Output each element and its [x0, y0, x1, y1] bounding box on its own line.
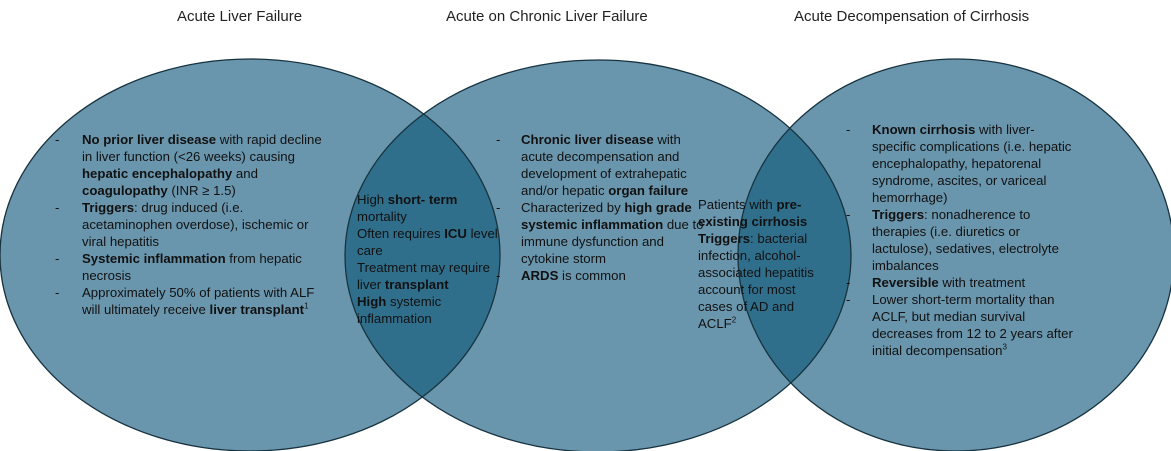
- title-acute-on-chronic-liver-failure: Acute on Chronic Liver Failure: [446, 8, 648, 25]
- alf-aclf-shared-features: High short- term mortality Often require…: [357, 191, 499, 327]
- adc-item-2: Triggers: nonadherence to therapies (i.e…: [846, 206, 1074, 274]
- aclf-adc-item-1: Patients with pre-existing cirrhosis: [698, 197, 808, 229]
- aclf-item-1: Chronic liver disease with acute decompe…: [496, 131, 709, 199]
- alf-aclf-item-1: High short- term mortality: [357, 192, 458, 224]
- outline-right: [737, 58, 1171, 451]
- aclf-features: Chronic liver disease with acute decompe…: [496, 131, 709, 284]
- outline-middle: [344, 59, 852, 451]
- aclf-adc-item-2: Triggers: bacterial infection, alcohol-a…: [698, 231, 814, 331]
- alf-aclf-item-2: Often requires ICU level care: [357, 226, 498, 258]
- aclf-item-3: ARDS is common: [496, 267, 709, 284]
- alf-item-4: Approximately 50% of patients with ALF w…: [55, 284, 322, 318]
- alf-aclf-item-4: High systemic inflammation: [357, 294, 442, 326]
- adc-features: Known cirrhosis with liver-specific comp…: [846, 121, 1074, 359]
- alf-item-2: Triggers: drug induced (i.e. acetaminoph…: [55, 199, 322, 250]
- title-acute-decompensation-of-cirrhosis: Acute Decompensation of Cirrhosis: [794, 8, 1030, 25]
- alf-item-1: No prior liver disease with rapid declin…: [55, 131, 322, 199]
- alf-item-3: Systemic inflammation from hepatic necro…: [55, 250, 322, 284]
- adc-item-1: Known cirrhosis with liver-specific comp…: [846, 121, 1074, 206]
- aclf-item-2: Characterized by high grade systemic inf…: [496, 199, 709, 267]
- aclf-adc-shared-features: Patients with pre-existing cirrhosis Tri…: [698, 196, 816, 332]
- outline-left: [0, 58, 501, 451]
- adc-item-4: Lower short-term mortality than ACLF, bu…: [846, 291, 1074, 359]
- alf-features: No prior liver disease with rapid declin…: [55, 131, 322, 318]
- adc-item-3: Reversible with treatment: [846, 274, 1074, 291]
- alf-aclf-item-3: Treatment may require liver transplant: [357, 260, 490, 292]
- title-acute-liver-failure: Acute Liver Failure: [177, 8, 303, 25]
